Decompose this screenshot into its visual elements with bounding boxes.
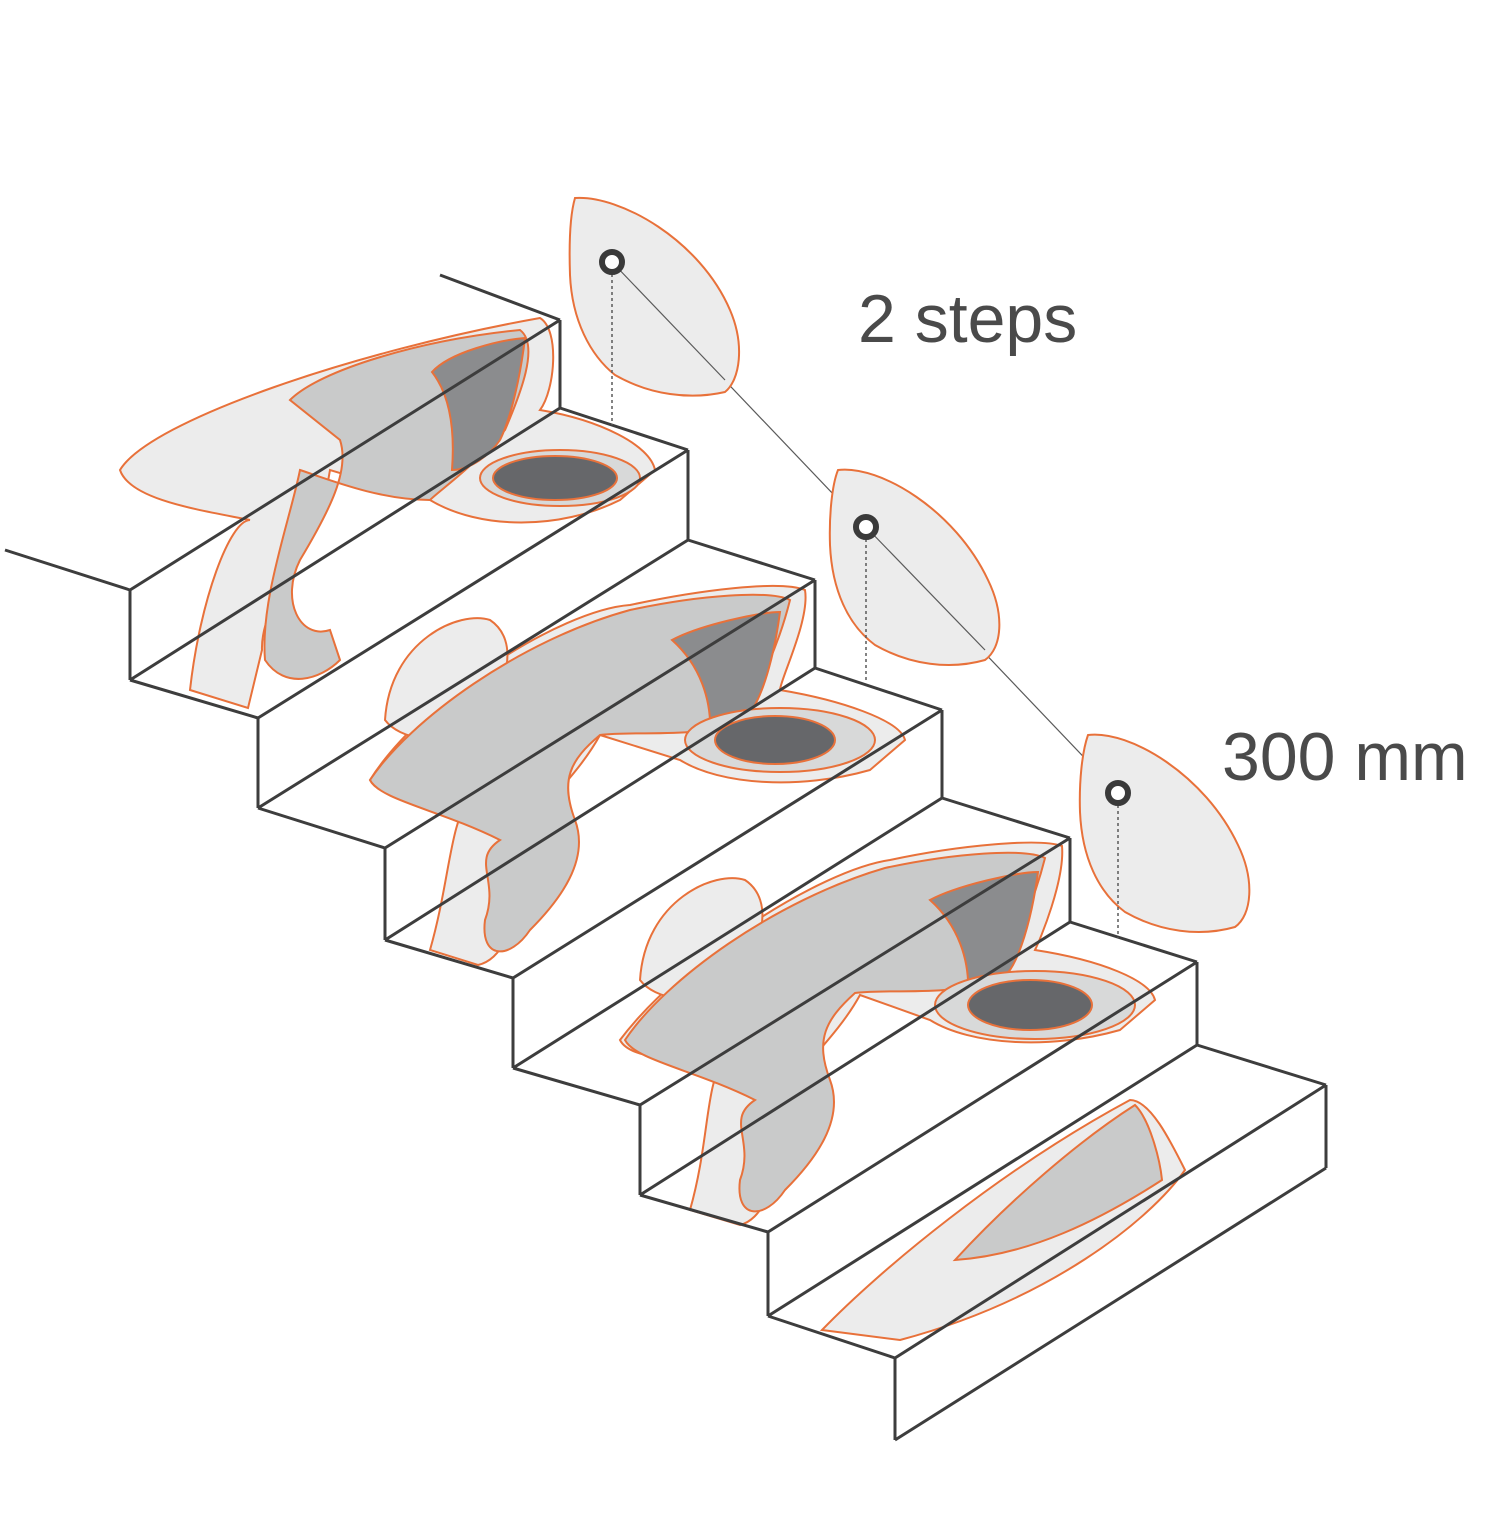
light-zone-upper-flight [118,316,657,710]
tread-1-side [129,678,259,720]
illuminance-zones-lower [618,841,1157,1227]
top-landing-left-edge [4,548,132,680]
tread-2-side [257,806,386,850]
luminaire-2 [828,468,1001,683]
tread-4-side-back [941,796,1071,840]
tread-1-front [129,406,561,682]
mid-zone-lower-flight [623,851,1047,1213]
beam-cone-1 [568,196,741,397]
tread-3-side [384,938,514,980]
spacing-distance-label: 300 mm [1222,719,1468,795]
nosing-6 [767,960,1198,1234]
nosing-3 [384,578,816,850]
tread-4-side [512,1066,641,1107]
downlight-icon [599,249,625,275]
dark-zone-upper-riser [430,336,527,472]
nosing-5 [639,836,1071,1107]
illuminance-zones-middle [368,584,907,967]
tread-6-side [767,1314,896,1360]
bottom-floor-edge [894,1166,1327,1442]
tread-6-side-back [1196,1043,1327,1087]
tread-3-front [384,666,816,942]
nosing-2 [257,448,689,720]
downlight-icon [853,514,879,540]
mid-zone-bottom-tread [952,1103,1164,1262]
staircase [4,273,1328,1442]
nosing-7 [894,1083,1327,1360]
downlight-icon [1105,780,1131,806]
spacing-steps-label: 2 steps [858,281,1078,357]
tread-2-front [257,538,689,810]
illuminance-zones-upper [118,316,657,710]
tread-1-side-back [559,406,689,452]
tread-2-side-back [687,538,816,582]
landing-nosing [129,318,561,592]
beam-cone-2 [828,468,1001,666]
tread-6-front [767,1043,1198,1318]
tread-4-front [512,796,943,1070]
tread-5-side-back [1069,920,1198,964]
tread-3-side-back [814,666,943,712]
top-landing-back-edge [439,273,561,322]
hotspot-lower-tread-core [967,979,1093,1031]
nosing-4 [512,708,943,980]
hotspot-middle-tread-core [714,715,836,765]
hotspot-upper-tread-core [492,455,618,501]
tread-5-front [639,920,1071,1197]
illuminance-zones-bottom [819,1098,1187,1342]
luminaire-1 [568,196,741,425]
luminaire-3 [1078,733,1251,938]
tread-5-side [639,1193,769,1234]
